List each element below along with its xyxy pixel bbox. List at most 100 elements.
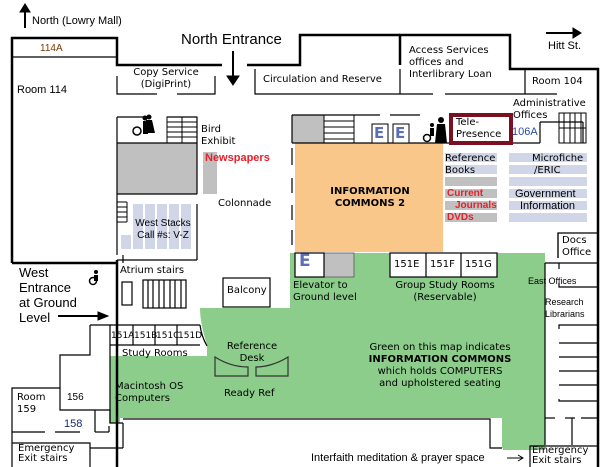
admin-offices-line2: Offices — [513, 110, 548, 121]
copy-service-line2: (DigiPrint) — [140, 79, 192, 90]
legend-line1: Green on this map indicates — [369, 342, 511, 353]
interior-lines — [11, 56, 598, 467]
arrows — [19, 3, 582, 462]
copy-service-line1: Copy Service — [133, 67, 199, 78]
gov-info-line2[interactable]: Information — [520, 200, 576, 212]
elevator-label-line2: Ground level — [293, 292, 357, 303]
dvds-label[interactable]: DVDs — [447, 212, 474, 223]
reference-desk-line1: Reference — [226, 341, 278, 352]
room-151f[interactable]: 151F — [430, 259, 455, 270]
emergency-exit-east-line1: Emergency — [532, 445, 589, 456]
info-commons-2-area — [295, 143, 443, 252]
newspapers-label[interactable]: Newspapers — [205, 152, 270, 164]
newspaper-rack — [203, 152, 217, 194]
stairs — [117, 112, 587, 223]
west-stacks-line2: Call #s: V-Z — [137, 230, 189, 241]
emergency-exit-west-line1: Emergency — [18, 443, 75, 454]
room-151a[interactable]: 151A — [111, 331, 135, 341]
room-156[interactable]: 156 — [67, 392, 84, 403]
legend-line4: and upholstered seating — [379, 378, 501, 389]
telepresence-box — [449, 113, 513, 145]
mac-computers-line2: Computers — [115, 393, 170, 404]
gov-info-line1[interactable]: Government — [515, 188, 576, 200]
west-entrance[interactable]: West Entrance at Ground Level — [19, 265, 77, 325]
room-151b[interactable]: 151B — [134, 331, 158, 341]
map-legend: Green on this map indicates INFORMATION … — [340, 342, 540, 390]
microfiche-line1[interactable]: Microfiche — [532, 153, 584, 164]
room-159[interactable]: Room 159 — [17, 392, 45, 416]
group-study-label: Group Study Rooms (Reservable) — [385, 280, 505, 304]
interfaith-space[interactable]: Interfaith meditation & prayer space — [311, 452, 485, 464]
info-commons-2-line1: INFORMATION — [330, 186, 410, 197]
room-158[interactable]: 158 — [64, 418, 83, 430]
elevator-boxes — [371, 123, 410, 144]
access-services-line3: Interlibrary Loan — [409, 69, 492, 80]
room-151c[interactable]: 151C — [156, 331, 180, 341]
balcony[interactable]: Balcony — [227, 285, 267, 296]
reference-books-line1: Reference — [445, 153, 496, 164]
microfiche-line2[interactable]: /ERIC — [534, 165, 561, 176]
room-104[interactable]: Room 104 — [532, 76, 583, 87]
research-librarians[interactable]: Research Librarians — [545, 296, 585, 320]
room-114a[interactable]: 114A — [40, 43, 63, 54]
info-commons-2-label[interactable]: INFORMATION COMMONS 2 — [310, 186, 430, 210]
ready-ref[interactable]: Ready Ref — [224, 388, 275, 399]
telepresence-line2: Presence — [456, 129, 502, 140]
room-106a[interactable]: 106A — [512, 126, 538, 138]
room-151e[interactable]: 151E — [394, 259, 420, 270]
copy-service[interactable]: Copy Service (DigiPrint) — [121, 67, 211, 91]
east-offices[interactable]: East Offices — [528, 276, 577, 286]
bird-exhibit-line1: Bird — [201, 124, 221, 135]
elevator-e-icon: E — [299, 251, 311, 271]
elevator-label-line1: Elevator to — [293, 280, 348, 291]
docs-office-line1: Docs — [562, 235, 587, 246]
info-commons-2-line2: COMMONS 2 — [334, 198, 406, 209]
reference-books[interactable]: Reference Books — [445, 153, 495, 177]
telepresence-line1: Tele- — [456, 117, 480, 128]
admin-offices[interactable]: Administrative Offices — [513, 98, 586, 122]
legend-line3: which holds COMPUTERS — [377, 366, 503, 377]
west-stacks[interactable]: West Stacks Call #s: V-Z — [130, 218, 196, 242]
room-159-line1: Room — [17, 392, 46, 403]
elevator-e-icon-2: E — [395, 124, 406, 142]
legend-line2: INFORMATION COMMONS — [368, 354, 512, 365]
emergency-exit-west[interactable]: Emergency Exit stairs — [18, 444, 74, 464]
reference-desk-line2: Desk — [239, 353, 265, 364]
emergency-exit-east[interactable]: Emergency Exit stairs — [532, 446, 588, 466]
west-stacks-line1: West Stacks — [135, 218, 191, 229]
reference-shelves — [445, 153, 587, 222]
north-entrance-label[interactable]: North Entrance — [181, 31, 282, 48]
room-114[interactable]: Room 114 — [17, 84, 67, 96]
docs-office[interactable]: Docs Office — [562, 235, 591, 259]
bird-exhibit[interactable]: Bird Exhibit — [201, 124, 235, 148]
room-151g[interactable]: 151G — [465, 259, 492, 270]
accessibility-icons — [88, 114, 447, 286]
white-below-green — [120, 419, 490, 448]
mac-computers[interactable]: Macintosh OS Computers — [115, 381, 183, 405]
colonnade-label: Colonnade — [218, 198, 272, 209]
current-journals-line2[interactable]: Journals — [455, 200, 497, 211]
group-study-line2: (Reservable) — [413, 292, 477, 303]
gray-block-north — [291, 114, 325, 144]
elevator-e-icon-1: E — [374, 124, 385, 142]
west-entrance-line1: West — [19, 265, 49, 280]
group-study-line1: Group Study Rooms — [395, 280, 495, 291]
atrium-stairs[interactable]: Atrium stairs — [120, 265, 185, 276]
emergency-exit-east-line2: Exit stairs — [532, 455, 582, 466]
west-entrance-line4: Level — [19, 310, 51, 325]
research-librarians-line1: Research — [545, 297, 584, 307]
west-entrance-line3: at Ground — [19, 295, 77, 310]
room-151d[interactable]: 151D — [178, 331, 203, 341]
current-journals-line1[interactable]: Current — [447, 188, 484, 199]
reference-desk[interactable]: Reference Desk — [220, 341, 284, 365]
west-entrance-line2: Entrance — [19, 280, 72, 295]
gray-block-west — [116, 142, 198, 195]
admin-offices-line1: Administrative — [513, 98, 586, 109]
mac-computers-line1: Macintosh OS — [115, 381, 184, 392]
telepresence-room[interactable]: Tele- Presence — [456, 117, 501, 141]
bird-exhibit-line2: Exhibit — [201, 136, 236, 147]
access-services[interactable]: Access Services offices and Interlibrary… — [409, 45, 492, 81]
access-services-line2: offices and — [409, 57, 464, 68]
elevator-label[interactable]: Elevator to Ground level — [293, 280, 357, 304]
circulation-reserve[interactable]: Circulation and Reserve — [263, 74, 382, 85]
